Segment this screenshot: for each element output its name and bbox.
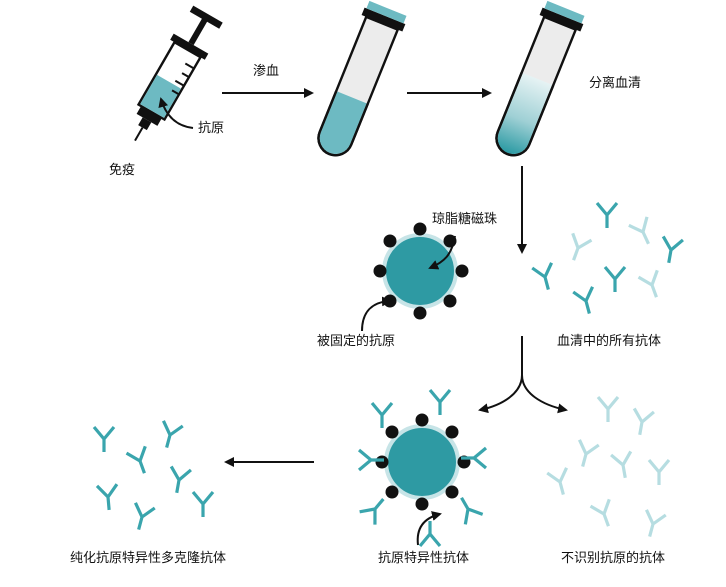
- antibody-icon: [596, 395, 620, 424]
- arrow-icon: [478, 374, 523, 414]
- immobilized-antigen-pointer-arrow: [361, 296, 392, 332]
- antibody-icon: [571, 285, 601, 318]
- antibody-icon: [370, 401, 394, 430]
- antibody-icon: [428, 388, 452, 417]
- agarose-bead-icon: [373, 222, 469, 320]
- specific-antibodies-label: 抗原特异性抗体: [378, 551, 470, 566]
- purified-polyclonal-label: 纯化抗原特异性多克隆抗体: [70, 551, 227, 566]
- antibody-icon: [628, 406, 656, 439]
- antibody-icon: [562, 231, 594, 266]
- immobilized-antigen-label: 被固定的抗原: [317, 334, 396, 349]
- antigen-label: 抗原: [198, 121, 225, 136]
- antibody-icon: [647, 458, 671, 487]
- antibody-icon: [595, 201, 619, 230]
- serum-antibodies-cluster: [530, 201, 685, 318]
- antibody-icon: [627, 215, 660, 250]
- antibody-icon: [571, 438, 601, 471]
- beads-pointer-arrow: [428, 235, 456, 270]
- agarose-bead-icon: [375, 413, 471, 511]
- antibody-icon: [155, 419, 185, 452]
- test-tube-icon: [317, 0, 407, 157]
- antibody-icon: [95, 482, 121, 513]
- antibody-icon: [92, 425, 116, 454]
- antibody-icon: [545, 466, 575, 499]
- all-antibodies-label: 血清中的所有抗体: [557, 334, 662, 349]
- separate-serum-label: 分离血清: [589, 76, 642, 91]
- agarose-beads-label: 琼脂糖磁珠: [432, 212, 498, 227]
- immunize-label: 免疫: [109, 163, 136, 178]
- antigen-pointer-arrow: [158, 97, 194, 129]
- antibody-icon: [530, 261, 560, 294]
- antibody-icon: [191, 490, 215, 519]
- purified-antibodies-cluster: [92, 419, 215, 534]
- antibody-icon: [609, 449, 637, 482]
- test-tube-icon: [495, 0, 585, 157]
- antibody-icon: [165, 464, 193, 497]
- antibody-icon: [124, 444, 156, 479]
- bleed-label: 渗血: [253, 64, 280, 79]
- antibody-icon: [638, 508, 668, 541]
- antibody-icon: [127, 501, 157, 534]
- antibody-icon: [636, 268, 668, 303]
- antibody-icon: [451, 491, 485, 526]
- nonspecific-antibodies-cluster: [545, 395, 671, 541]
- syringe-icon: [134, 5, 223, 142]
- arrow-icon: [521, 374, 568, 414]
- antibody-icon: [588, 497, 620, 532]
- antibody-icon: [358, 491, 393, 527]
- nonspecific-antibodies-label: 不识别抗原的抗体: [561, 551, 666, 566]
- antibody-icon: [657, 234, 685, 267]
- specific-antibody-pointer-arrow: [416, 511, 442, 546]
- antibody-icon: [603, 265, 627, 294]
